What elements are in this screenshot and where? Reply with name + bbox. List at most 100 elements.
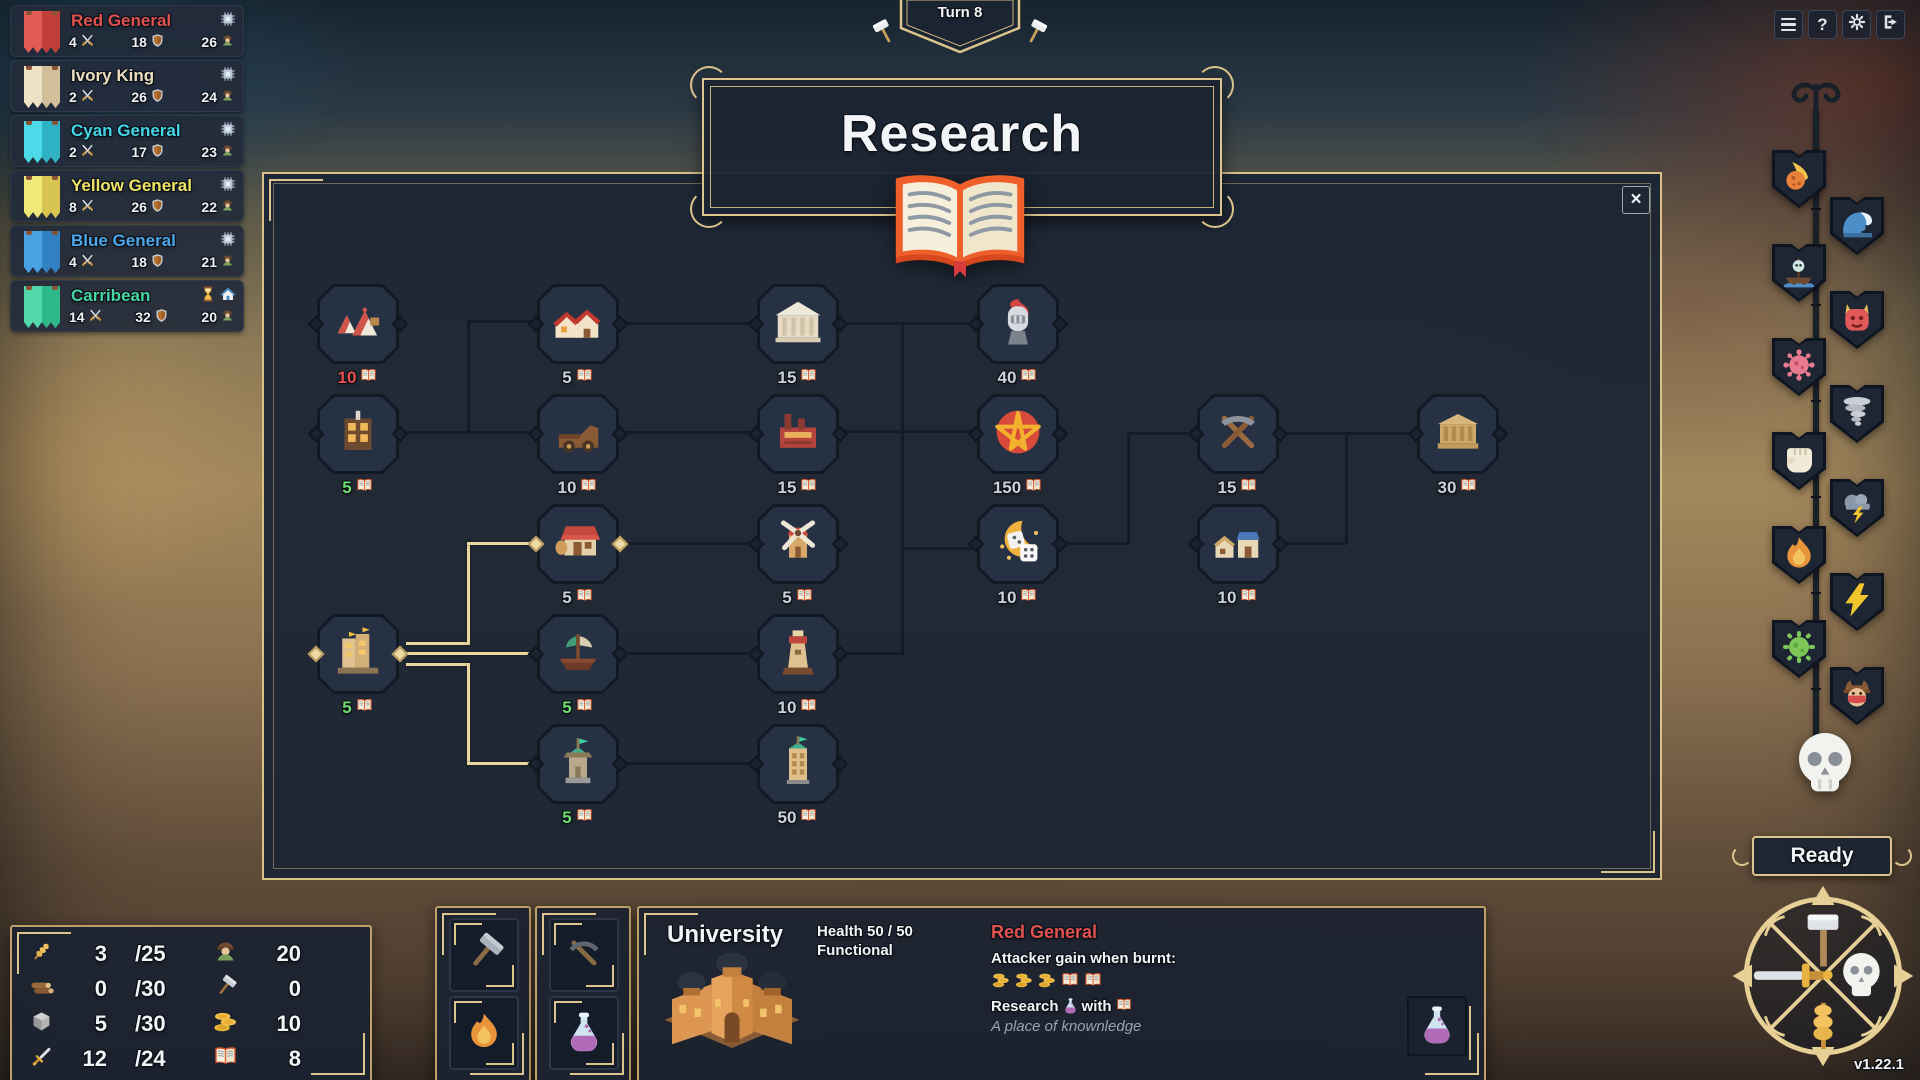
research-title: Research [840, 105, 1084, 163]
selection-title: University [667, 921, 784, 948]
disaster-badge-storm[interactable] [1830, 479, 1884, 537]
research-cost-value: 40 [997, 368, 1017, 387]
research-cost-value: 10 [777, 698, 797, 717]
research-link [619, 652, 757, 655]
disaster-badge-ghostship[interactable] [1772, 244, 1826, 302]
research-node-pentagram[interactable]: 150 [967, 394, 1069, 497]
player-stat-population: 26 [201, 33, 235, 51]
research-link-unlocked [406, 663, 470, 666]
research-node-ship[interactable]: 5 [527, 614, 629, 717]
turn-label: Turn 8 [937, 4, 983, 21]
close-icon[interactable]: × [1622, 186, 1650, 214]
research-cost: 50 [737, 806, 859, 830]
action-button-potion[interactable] [549, 996, 619, 1070]
player-attack-value: 8 [69, 199, 77, 215]
resource-value: 3 [94, 941, 107, 966]
defense-icon [150, 88, 165, 106]
resource-logs: 0/30 [28, 974, 198, 1004]
research-node-wagon[interactable]: 10 [527, 394, 629, 497]
research-node-port[interactable]: 5 [307, 614, 409, 717]
book-icon [1083, 970, 1103, 995]
research-node-lighthouse[interactable]: 10 [747, 614, 849, 717]
research-node-watchtower[interactable]: 5 [527, 724, 629, 827]
skull-icon[interactable] [1785, 724, 1865, 804]
research-cost: 10 [297, 366, 419, 390]
research-book-cost-icon [575, 586, 594, 610]
research-node-face [320, 287, 396, 361]
villager-icon [212, 938, 239, 970]
attack-icon [80, 253, 95, 271]
pole-segment-mark [1811, 688, 1821, 690]
resource-wheat: 3/25 [28, 939, 198, 969]
research-link [619, 762, 757, 765]
research-action-button[interactable] [1407, 996, 1471, 1060]
turn-banner: Turn 8 [872, 0, 1048, 58]
research-node-pickaxe[interactable]: 15 [1187, 394, 1289, 497]
research-node-camp[interactable]: 10 [307, 284, 409, 387]
topbar-menu-button[interactable] [1774, 10, 1803, 39]
population-icon [220, 88, 235, 106]
disaster-badge-flame[interactable] [1772, 526, 1826, 584]
population-icon [220, 33, 235, 51]
research-node-talltower[interactable]: 50 [747, 724, 849, 827]
virus-icon [1779, 627, 1819, 672]
coins-icon [1037, 970, 1057, 995]
research-node-windmill[interactable]: 5 [747, 504, 849, 607]
research-node-market[interactable]: 5 [527, 504, 629, 607]
research-node-houses[interactable]: 5 [527, 284, 629, 387]
research-node-moondice[interactable]: 10 [967, 504, 1069, 607]
player-defense-value: 18 [131, 34, 147, 50]
research-node-factory[interactable]: 15 [747, 394, 849, 497]
research-book-cost-icon [1024, 476, 1043, 500]
resource-value: 20 [276, 941, 301, 966]
turn-emblem[interactable] [1727, 880, 1919, 1077]
disaster-badge-meteor[interactable] [1772, 150, 1826, 208]
bandit-icon [1837, 674, 1877, 719]
research-book-cost-icon [1459, 476, 1478, 500]
plague-icon [1779, 345, 1819, 390]
defense-icon [150, 33, 165, 51]
research-node-lumber[interactable]: 5 [307, 394, 409, 497]
research-book-small-icon [1115, 996, 1133, 1014]
lumber-icon [331, 405, 385, 464]
action-button-pickaxe-tool[interactable] [549, 918, 619, 992]
research-cost: 40 [957, 366, 1079, 390]
topbar-settings-button[interactable] [1842, 10, 1871, 39]
population-icon [220, 198, 235, 216]
topbar-exit-button[interactable] [1876, 10, 1905, 39]
moondice-icon [991, 515, 1045, 574]
disaster-badge-wave[interactable] [1830, 197, 1884, 255]
disaster-badge-plague[interactable] [1772, 338, 1826, 396]
research-node-classical[interactable]: 15 [747, 284, 849, 387]
disaster-badge-demon[interactable] [1830, 291, 1884, 349]
action-button-flame[interactable] [449, 996, 519, 1070]
player-stat-attack: 2 [69, 88, 95, 106]
research-node-face [980, 397, 1056, 471]
player-stat-population: 24 [201, 88, 235, 106]
disaster-badge-tornado[interactable] [1830, 385, 1884, 443]
disaster-badge-fist[interactable] [1772, 432, 1826, 490]
research-node-stalls[interactable]: 10 [1187, 504, 1289, 607]
research-node-knight[interactable]: 40 [967, 284, 1069, 387]
research-cost: 5 [517, 696, 639, 720]
disaster-badge-lightning[interactable] [1830, 573, 1884, 631]
research-node-temple[interactable]: 30 [1407, 394, 1509, 497]
disaster-badge-bandit[interactable] [1830, 667, 1884, 725]
disaster-badge-virus[interactable] [1772, 620, 1826, 678]
research-node-face [760, 507, 836, 581]
logs-icon [28, 973, 55, 1005]
action-button-hammer-tool[interactable] [449, 918, 519, 992]
ready-button[interactable]: Ready [1732, 836, 1892, 876]
topbar-help-button[interactable]: ? [1808, 10, 1837, 39]
flame-icon [1779, 533, 1819, 578]
resource-cap: /30 [135, 976, 166, 1001]
research-book-cost-icon [575, 806, 594, 830]
